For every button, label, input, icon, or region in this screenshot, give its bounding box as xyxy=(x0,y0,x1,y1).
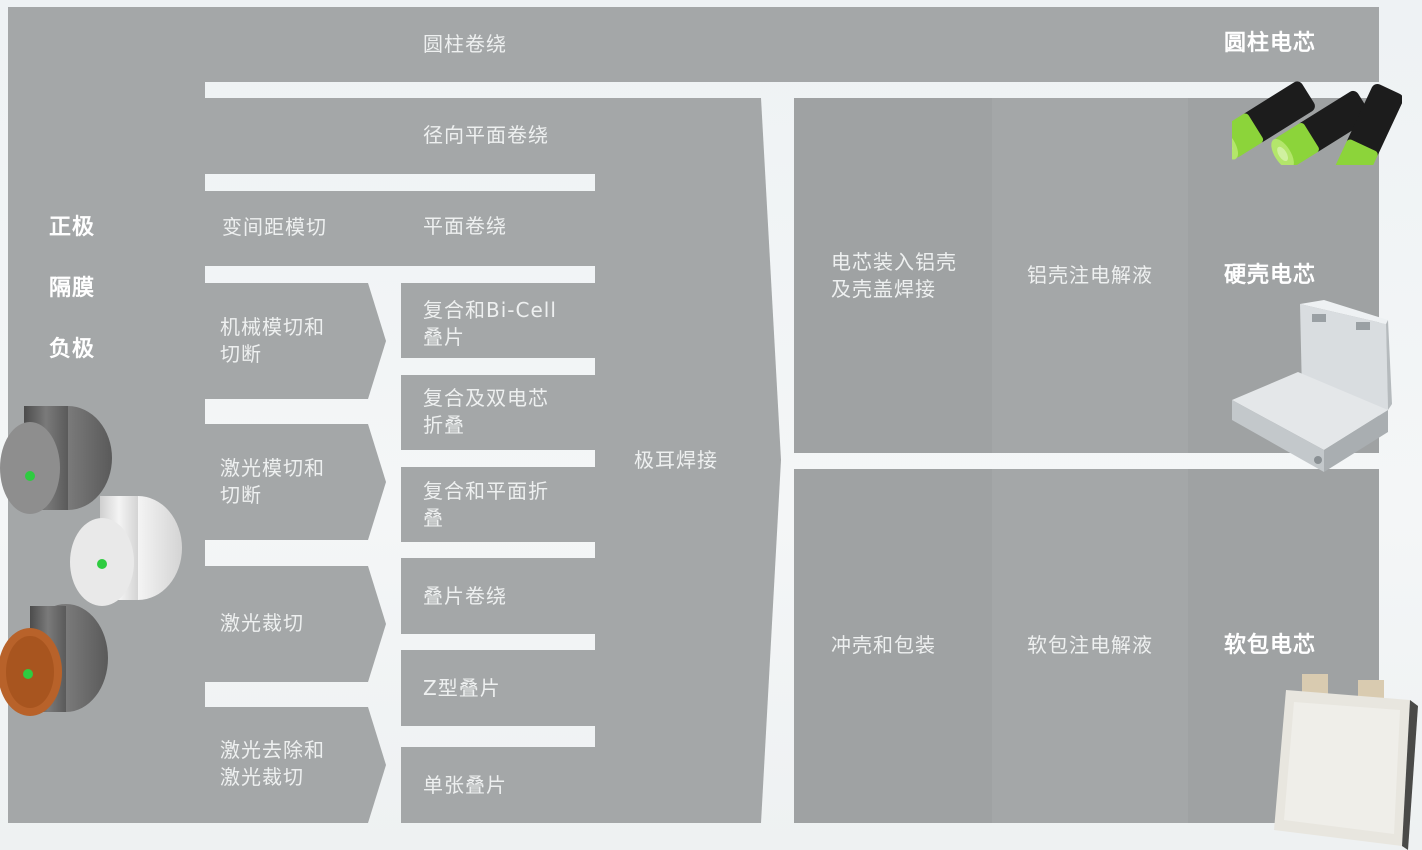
stack-bicell-block xyxy=(401,283,595,358)
cylindrical-battery-icon xyxy=(1232,81,1402,165)
assembly-pouch-block xyxy=(794,469,992,823)
electrolyte-pouch-block xyxy=(992,469,1188,823)
stack-flat-fold-block xyxy=(401,467,595,542)
assembly-pouch: 冲壳和包装 xyxy=(831,633,936,657)
cut-top-block xyxy=(205,7,401,82)
cell-type-pouch: 软包电芯 xyxy=(1224,633,1317,658)
material-separator: 隔膜 xyxy=(49,276,96,301)
cut-variable-pitch: 变间距模切 xyxy=(222,215,327,239)
assembly-hard-block xyxy=(794,98,992,453)
stack-z-block xyxy=(401,650,595,726)
material-rolls-illustration xyxy=(0,406,182,716)
cut-mechanical: 机械模切和切断 xyxy=(220,315,325,366)
stack-single-block xyxy=(401,747,595,823)
anode-roll-icon xyxy=(0,604,108,716)
electrolyte-pouch: 软包注电解液 xyxy=(1027,633,1153,657)
cut-laser-trim: 激光裁切 xyxy=(220,611,304,635)
electrolyte-hard: 铝壳注电解液 xyxy=(1027,263,1153,287)
stack-cylinder-winding: 圆柱卷绕 xyxy=(423,32,507,56)
stack-z-stacking: Z型叠片 xyxy=(423,676,501,700)
stack-double-fold-block xyxy=(401,375,595,450)
stack-flat-fold: 复合和平面折叠 xyxy=(423,479,549,530)
cut-laser-die: 激光模切和切断 xyxy=(220,456,325,507)
cell-type-prismatic: 硬壳电芯 xyxy=(1224,263,1317,288)
material-anode: 负极 xyxy=(49,337,96,362)
tab-welding: 极耳焊接 xyxy=(634,448,718,472)
stack-single-sheet: 单张叠片 xyxy=(423,773,507,797)
stack-bicell: 复合和Bi-Cell叠片 xyxy=(423,298,557,349)
cut-laser-die-arrow xyxy=(205,424,386,540)
tab-welding-arrow xyxy=(595,98,781,823)
stack-flat-block xyxy=(401,191,595,266)
weld-top-band xyxy=(595,7,794,82)
stack-cylinder-band xyxy=(401,7,595,82)
pouch-cell-icon xyxy=(1274,674,1418,850)
stack-radial-block xyxy=(401,98,595,174)
stack-flat-winding: 平面卷绕 xyxy=(423,214,507,238)
cathode-roll-icon xyxy=(0,406,112,514)
cylinder-band xyxy=(794,7,1379,82)
stack-radial-flat-winding: 径向平面卷绕 xyxy=(423,123,549,147)
assembly-hard-case: 电芯装入铝壳及壳盖焊接 xyxy=(831,250,957,301)
cut-laser-trim-arrow xyxy=(205,566,386,682)
cut-laser-remove: 激光去除和激光裁切 xyxy=(220,738,325,789)
cut-variable-pitch-block xyxy=(205,191,401,266)
cut-laser-remove-arrow xyxy=(205,707,386,823)
material-cathode: 正极 xyxy=(49,215,96,240)
electrolyte-hard-block xyxy=(992,98,1188,453)
cut-mechanical-arrow xyxy=(205,283,386,399)
cut-second-block xyxy=(205,98,401,174)
cell-type-cylindrical: 圆柱电芯 xyxy=(1224,31,1317,56)
prismatic-cell-icon xyxy=(1232,300,1392,472)
stack-stack-winding: 叠片卷绕 xyxy=(423,584,507,608)
stack-double-fold: 复合及双电芯折叠 xyxy=(423,386,549,437)
stack-stack-winding-block xyxy=(401,558,595,634)
separator-roll-icon xyxy=(70,496,182,606)
